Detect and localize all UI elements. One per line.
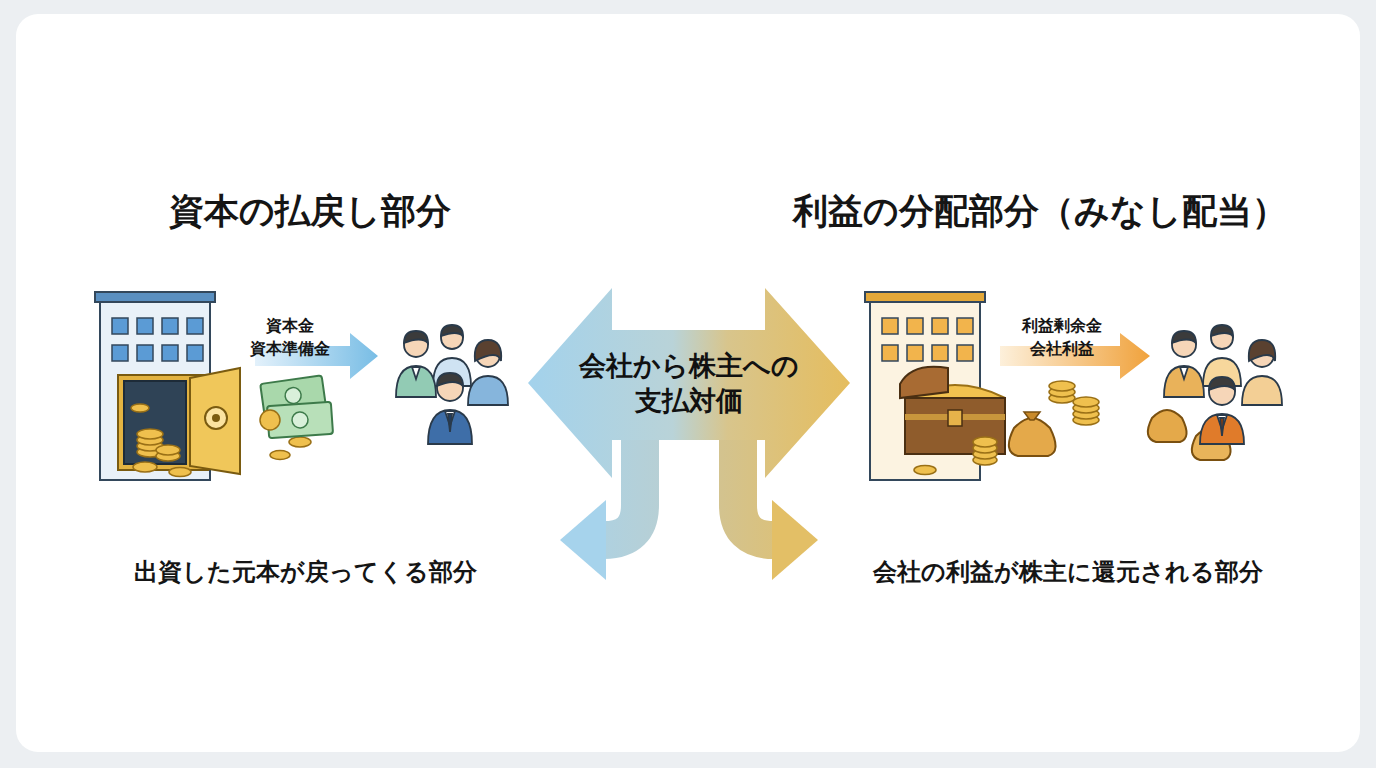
shareholders [1249,340,1275,361]
shareholders [1180,367,1188,379]
capital-building [95,292,215,302]
profit-building [882,318,898,334]
banknotes [291,411,308,428]
coins [914,466,936,475]
coins [270,451,290,460]
shareholders [1209,377,1235,390]
coins [137,429,163,439]
profit-building [932,345,948,361]
coins [973,437,997,447]
shareholders [1200,377,1244,444]
money-bag [1009,418,1056,456]
capital-building [112,345,128,361]
shareholders [1220,418,1224,436]
coins [1049,381,1075,391]
capital-building [137,318,153,334]
flow-label: 資本準備金 [250,339,330,358]
safe-icon [205,407,227,429]
shareholders [428,373,472,444]
money-bag [1024,412,1040,420]
coins [131,404,149,412]
shareholders [1200,414,1244,444]
shareholders [1164,325,1282,444]
section-heading: 資本の払戻し部分 [169,190,451,232]
shareholders [396,366,436,397]
profit-building [882,345,898,361]
section-heading: 利益の分配部分（みなし配当） [793,190,1287,232]
shareholders [437,373,463,386]
banknotes [284,387,302,405]
capital-building [187,318,203,334]
profit-building [907,318,923,334]
flow-label: 利益剰余金 [1022,316,1102,335]
shareholders [441,325,463,336]
shareholders [1164,331,1204,397]
split-arrow-node: 会社から株主への 支払対価 [528,285,850,481]
coins [133,462,157,472]
arrow-shape [528,285,850,481]
capital-building [187,345,203,361]
money-bag [1148,410,1187,442]
treasure-chest [900,367,948,398]
shareholders [1211,325,1233,336]
coins [1073,397,1099,407]
coins [289,437,311,447]
treasure-chest [900,367,1005,454]
shareholders [468,376,508,405]
shareholders [1164,366,1204,397]
section-description: 出資した元本が戻ってくる部分 [134,558,477,587]
coins [156,445,180,455]
split-arrows [560,500,606,580]
node-text: 会社から株主への 支払対価 [576,348,802,418]
shareholders [1242,340,1282,405]
banknotes [260,375,333,438]
money-bag [1009,410,1231,460]
shareholders [433,358,471,386]
safe-icon [124,381,186,464]
profit-building [932,318,948,334]
capital-building [137,345,153,361]
flow-label: 会社利益 [1030,339,1094,358]
capital-building [162,318,178,334]
arrow-shape [528,288,850,478]
shareholders [468,340,508,405]
flow-arrow [1000,333,1150,379]
coins [914,381,1099,475]
profit-building [865,292,985,302]
flow-label: 資本金 [266,316,314,335]
shareholders [412,367,420,379]
treasure-chest [905,398,1005,454]
treasure-chest [948,410,962,426]
section-description: 会社の利益が株主に還元される部分 [873,558,1263,587]
capital-building [112,318,128,334]
safe-icon [212,414,220,422]
shareholders [1242,376,1282,405]
shareholders [396,325,508,444]
shareholders [404,331,428,343]
shareholders [433,325,471,386]
safe-icon [118,368,240,474]
banknotes [260,410,280,430]
coins [169,468,191,477]
profit-building [907,345,923,361]
profit-building [957,345,973,361]
profit-building [957,318,973,334]
shareholders [1172,331,1196,343]
shareholders [428,410,472,444]
shareholders [448,414,452,432]
safe-icon [190,368,240,474]
shareholders [475,340,501,361]
node-content: 会社から株主への 支払対価 [528,285,850,481]
shareholders [396,331,436,397]
capital-building [162,345,178,361]
split-arrows [772,500,818,580]
